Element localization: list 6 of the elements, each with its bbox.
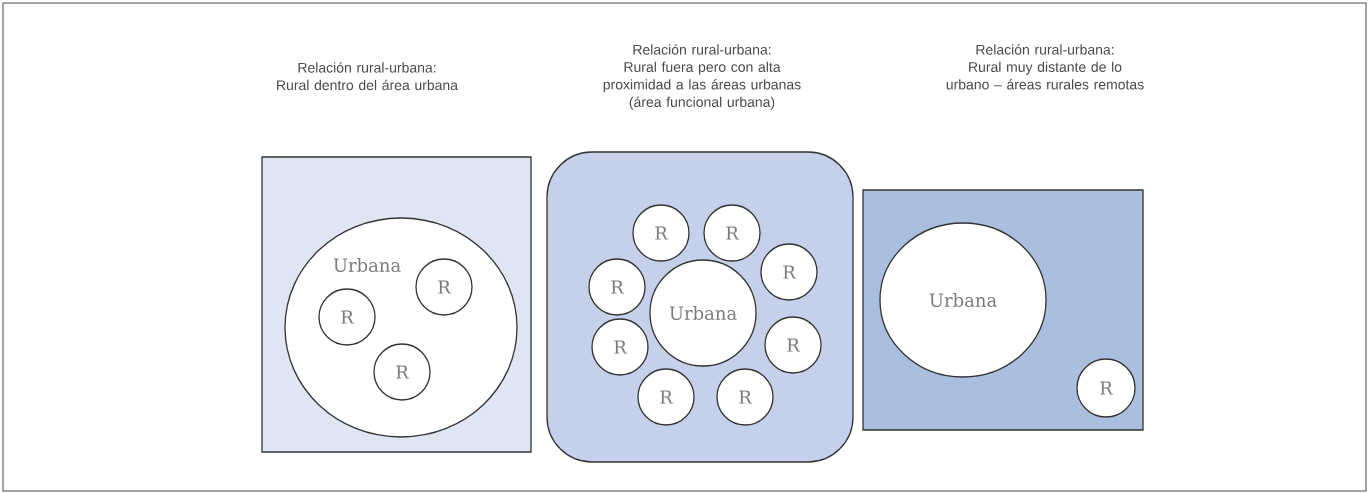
heading-text: Relación rural-urbana: (976, 44, 1114, 55)
heading-text: Rural dentro del área urbana (277, 79, 459, 91)
heading-text: Rural muy distante de lo urbano – áreas rurales remotas (946, 61, 1144, 90)
heading-text: Rural fuera pero con alta proximidad a las áreas urbanas (área funcional urbana) (603, 61, 801, 110)
heading-text: Relación rural-urbana: (633, 44, 771, 55)
heading-text: Relación rural-urbana: (298, 62, 436, 73)
